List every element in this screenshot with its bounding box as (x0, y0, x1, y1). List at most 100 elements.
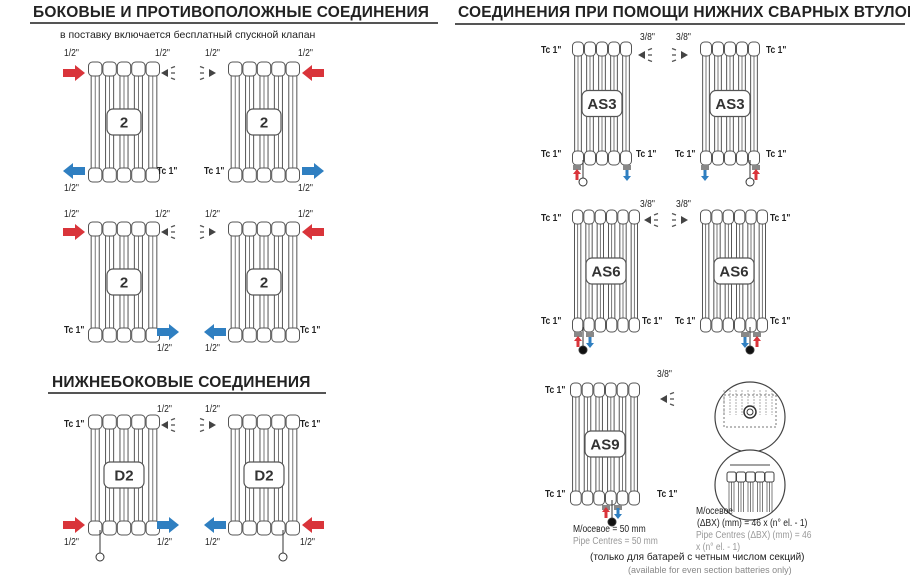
valve-body (638, 51, 645, 59)
drain-plug-icon (607, 517, 617, 527)
radiator-header-bottom (628, 490, 640, 506)
radiator-header-bottom (583, 317, 595, 333)
welded-bushing (586, 332, 594, 337)
radiator-header-top (242, 221, 257, 237)
supply-arrow-icon (302, 224, 324, 240)
supply-arrow-icon (752, 169, 760, 180)
radiator-header-top (605, 382, 617, 398)
radiator-header-bottom (271, 167, 286, 183)
radiator-header-bottom (131, 520, 146, 536)
radiator: 2 (228, 221, 301, 343)
detail-pipe-inner (746, 408, 754, 416)
air-vent-valve-icon (638, 47, 653, 63)
radiator-header-top (88, 221, 103, 237)
radiator: 2 (88, 61, 161, 183)
vent-spray (669, 391, 675, 395)
radiator-header-bottom (242, 167, 257, 183)
radiator-header-top (285, 414, 301, 430)
radiator-header-bottom (242, 327, 257, 343)
detail-pipe (743, 405, 757, 419)
radiator-header-top (88, 414, 103, 430)
model-label-box (106, 108, 142, 136)
detail-outline (723, 394, 777, 428)
vent-spray (170, 429, 176, 433)
radiator-header-bottom (88, 520, 103, 536)
size-label: 1/2" (205, 48, 220, 59)
tc-label: Tc 1" (545, 385, 566, 396)
radiator-header-bottom (572, 317, 584, 333)
model-label: 2 (120, 115, 128, 132)
welded-bushing (701, 165, 709, 170)
supply-arrow-icon (302, 65, 324, 81)
radiator-header-top (570, 382, 582, 398)
radiator-header-top (734, 209, 746, 225)
title-underline (48, 392, 326, 394)
radiator: AS3 (700, 41, 760, 166)
radiator-header-top (102, 414, 117, 430)
radiator-header-bottom (271, 327, 286, 343)
return-arrow-icon (157, 324, 179, 340)
radiator-header-top (584, 41, 596, 57)
as9-note: M/осевое = 50 mm (573, 524, 646, 535)
title-underline (455, 23, 905, 25)
radiator-header-bottom (736, 150, 748, 166)
radiator-header-top (88, 61, 103, 77)
tc-label: Tc 1" (545, 489, 566, 500)
radiator: AS9 (570, 382, 640, 506)
vent-spray (671, 224, 677, 228)
size-label: 1/2" (64, 537, 79, 548)
radiator-header-top (116, 414, 132, 430)
radiator-header-bottom (256, 167, 272, 183)
vent-spray (653, 212, 659, 216)
radiator-header-bottom (722, 317, 735, 333)
radiator-header-top (228, 414, 243, 430)
radiator-header-bottom (594, 317, 607, 333)
radiator-header-bottom (734, 317, 746, 333)
radiator-header-top (242, 61, 257, 77)
tc-label: Tc 1" (675, 149, 696, 160)
model-label-box (709, 89, 751, 118)
size-label: 3/8" (676, 32, 691, 43)
radiator: AS6 (700, 209, 769, 333)
radiator-header-bottom (242, 520, 257, 536)
model-label: 2 (120, 275, 128, 292)
model-label-box (584, 430, 626, 458)
size-label: 1/2" (300, 537, 315, 548)
radiator-header-bottom (756, 317, 769, 333)
radiator-header-top (700, 209, 712, 225)
welded-bushing (741, 332, 749, 337)
model-label: AS6 (719, 264, 748, 281)
radiator-header-top (102, 61, 117, 77)
detail-formula-en-cont: x (n° el. - 1) (696, 542, 741, 553)
return-arrow-icon (204, 324, 226, 340)
model-label: AS9 (590, 437, 619, 454)
radiator-header-top (102, 221, 117, 237)
radiator-header-bottom (700, 150, 712, 166)
supply-arrow-icon (573, 169, 581, 180)
radiator-header-top (606, 209, 618, 225)
model-label: D2 (114, 468, 133, 485)
size-label: 1/2" (205, 209, 220, 220)
radiator-header-top (628, 382, 640, 398)
welded-bushing (573, 165, 581, 170)
valve-body (209, 228, 216, 236)
size-label: 1/2" (298, 48, 313, 59)
radiator-header-bottom (606, 317, 618, 333)
radiator-header-top (116, 221, 132, 237)
radiator-header-top (736, 41, 748, 57)
radiator-header-top (116, 61, 132, 77)
vent-spray (170, 224, 176, 228)
radiator-header-top (617, 209, 629, 225)
radiator-header-top (572, 41, 584, 57)
side-connections-title: БОКОВЫЕ И ПРОТИВОПОЛОЖНЫЕ СОЕДИНЕНИЯ (33, 4, 430, 21)
drain-plug-icon (745, 345, 755, 355)
vent-spray (653, 224, 659, 228)
radiator-header-bottom (145, 167, 161, 183)
radiator-header-bottom (102, 520, 117, 536)
supply-arrow-icon (753, 336, 761, 347)
vent-spray (199, 236, 205, 240)
section-detail-bottom (714, 449, 786, 521)
subtitle: в поставку включается бесплатный спускно… (60, 29, 316, 41)
radiator-header-top (145, 414, 161, 430)
